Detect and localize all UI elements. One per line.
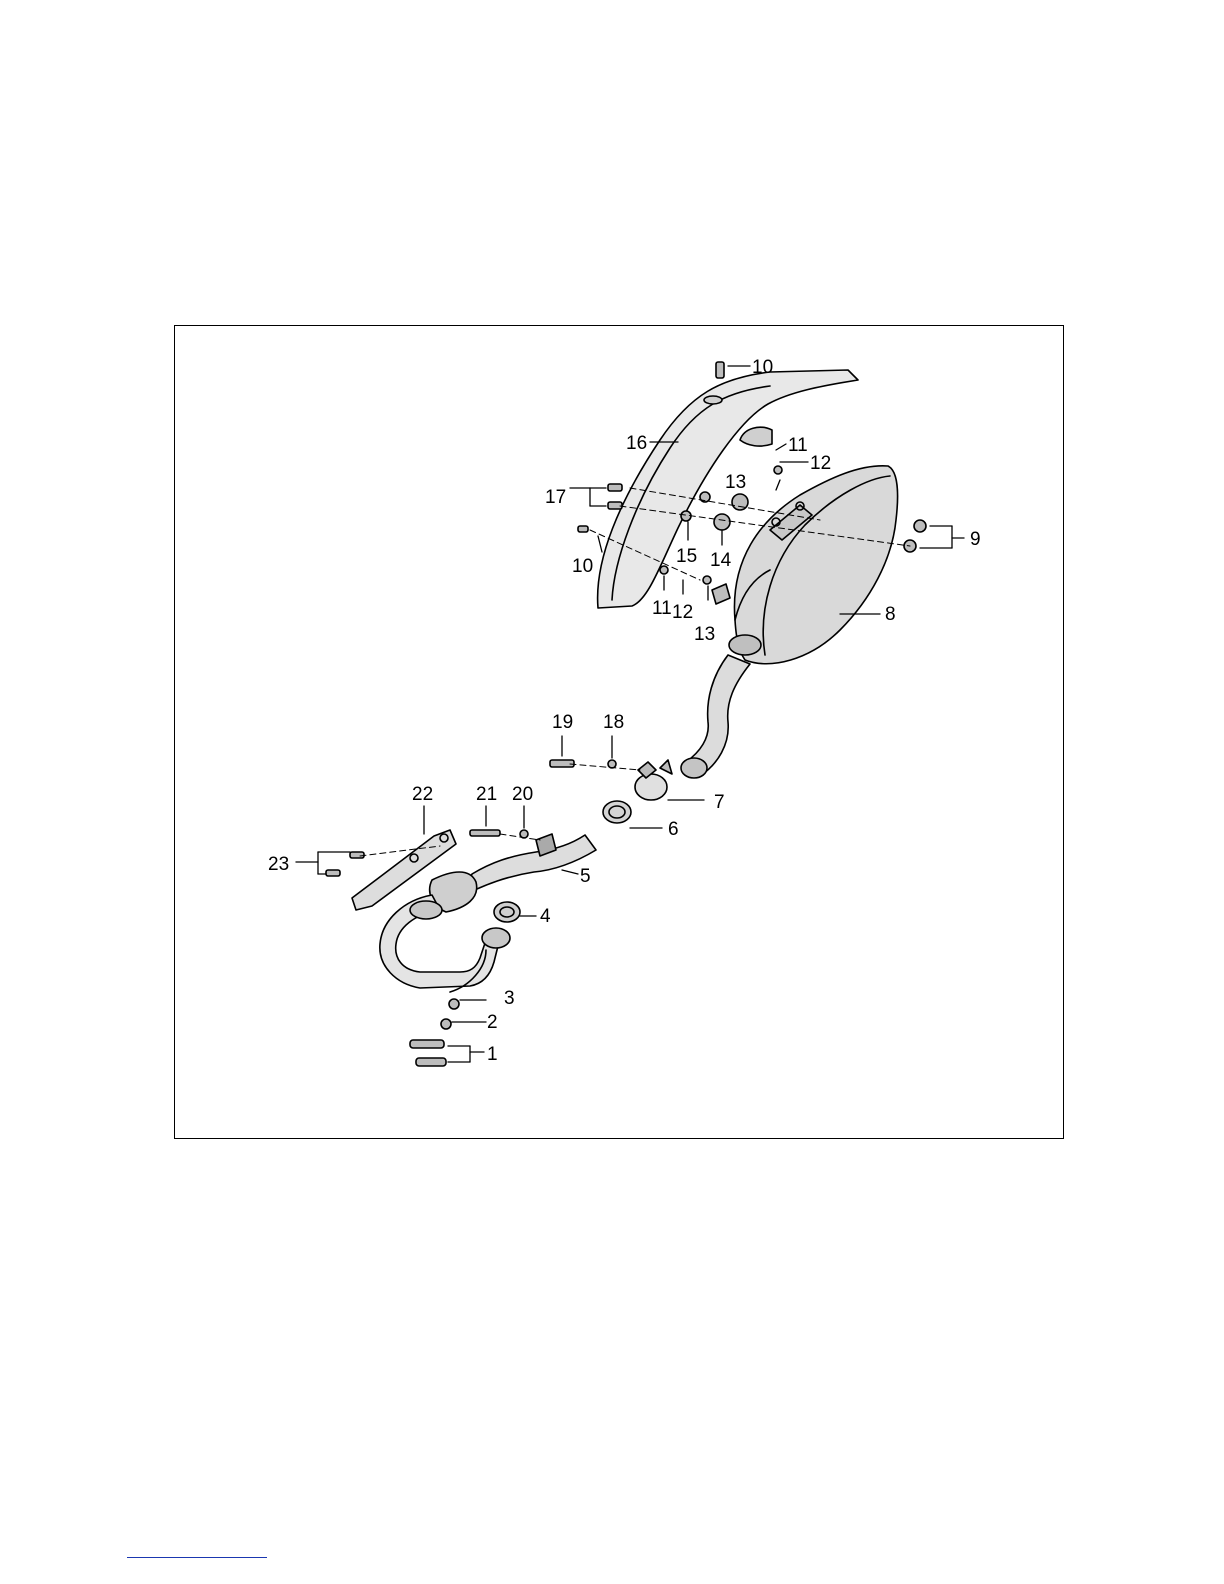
rear-pipe: [681, 655, 750, 778]
callout-18: 18: [603, 712, 624, 733]
callout-10b: 10: [572, 556, 593, 577]
callout-12a: 12: [810, 453, 831, 474]
callout-12b: 12: [672, 602, 693, 623]
callout-9: 9: [970, 529, 981, 550]
callout-23: 23: [268, 854, 289, 875]
footer-rule: [127, 1557, 267, 1558]
gasket: [603, 801, 631, 823]
callout-19: 19: [552, 712, 573, 733]
callout-2: 2: [487, 1012, 498, 1033]
callout-13a: 13: [725, 472, 746, 493]
callout-5: 5: [580, 866, 591, 887]
callout-13b: 13: [694, 624, 715, 645]
callout-11b: 11: [652, 598, 672, 619]
callout-16: 16: [626, 433, 647, 454]
callout-22: 22: [412, 784, 433, 805]
callout-7: 7: [714, 792, 725, 813]
callout-6: 6: [668, 819, 679, 840]
callout-17: 17: [545, 487, 566, 508]
callout-4: 4: [540, 906, 551, 927]
callout-1: 1: [487, 1044, 498, 1065]
clamp: [635, 760, 672, 800]
callout-21: 21: [476, 784, 497, 805]
callout-11a: 11: [788, 435, 808, 456]
callout-8: 8: [885, 604, 896, 625]
callout-20: 20: [512, 784, 533, 805]
callout-3: 3: [504, 988, 515, 1009]
callout-10a: 10: [752, 357, 773, 378]
header-gasket: [494, 902, 520, 922]
fasteners: [326, 362, 926, 1066]
callout-15: 15: [676, 546, 697, 567]
callout-14: 14: [710, 550, 732, 571]
callout-labels: 1 2 3 4 5 6 7 8 9 10 10 11 11 12 12 13 1…: [268, 357, 981, 1065]
